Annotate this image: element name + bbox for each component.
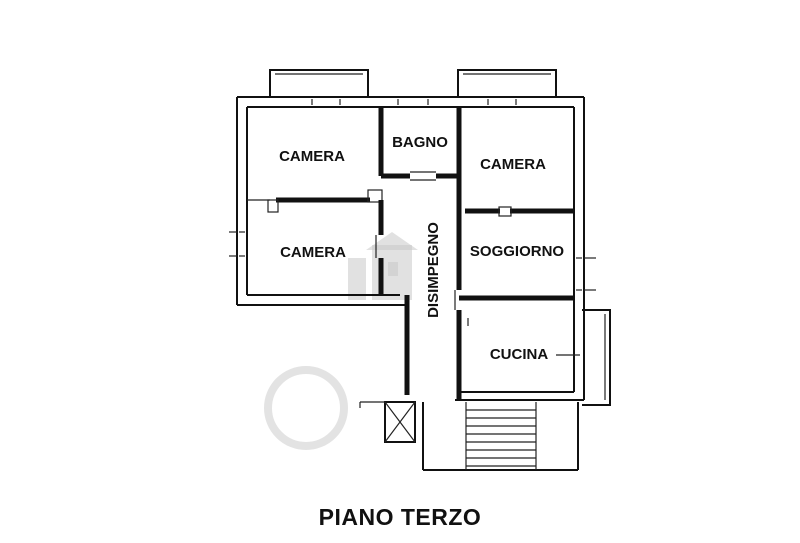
- room-label-cucina: CUCINA: [490, 346, 548, 363]
- stairwell: [359, 401, 579, 471]
- room-label-disimpegno: DISIMPEGNO: [425, 222, 442, 318]
- interior-walls: [247, 107, 574, 400]
- room-label-camera-left: CAMERA: [280, 244, 346, 261]
- watermark-logo: [264, 232, 418, 450]
- room-label-soggiorno: SOGGIORNO: [470, 243, 565, 260]
- balcony-top-right: [457, 69, 557, 97]
- balcony-right: [582, 309, 611, 406]
- exterior-walls: [229, 96, 596, 401]
- room-label-bagno: BAGNO: [392, 134, 448, 151]
- balcony-top-left: [269, 69, 369, 97]
- floor-title: PIANO TERZO: [318, 504, 482, 530]
- room-label-camera-top-left: CAMERA: [279, 148, 345, 165]
- room-label-camera-top-right: CAMERA: [480, 156, 546, 173]
- windows: [239, 99, 582, 291]
